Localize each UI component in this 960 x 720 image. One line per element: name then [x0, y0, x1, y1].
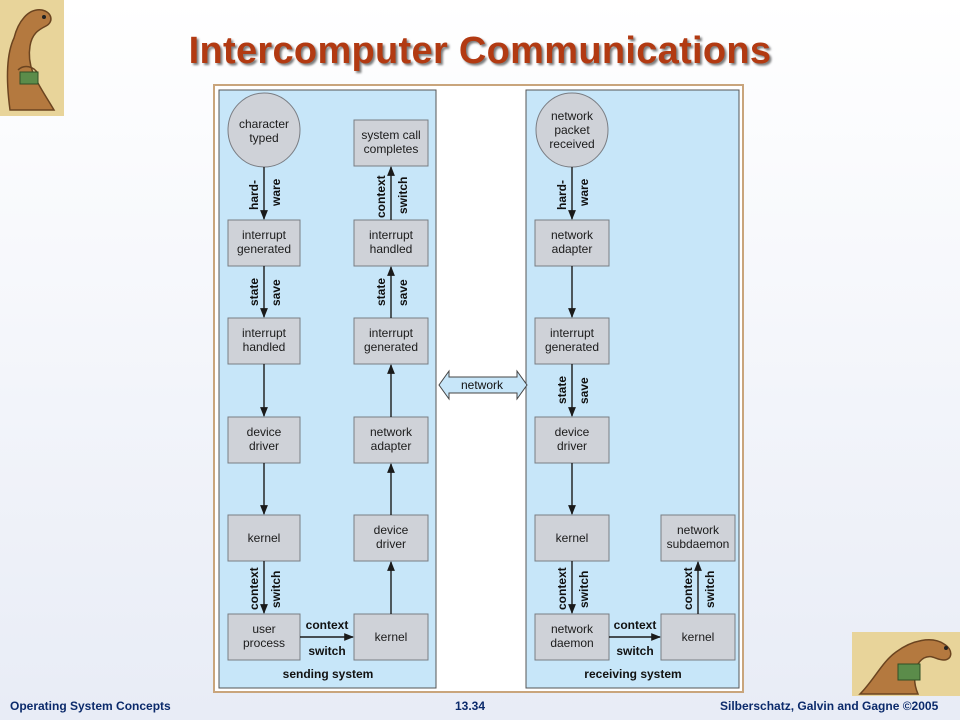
- dinosaur-logo-bottom-right: [852, 632, 960, 701]
- svg-text:network: network: [461, 378, 504, 392]
- network-link: network: [438, 369, 528, 401]
- label-hardware-sender-2: ware: [269, 178, 283, 207]
- sending-system-label: sending system: [283, 667, 374, 681]
- node-kernel-receiver: kernel: [534, 514, 610, 562]
- receiving-system-panel: [525, 89, 740, 689]
- label-switch-sender-2: switch: [396, 177, 410, 214]
- label-context-sender-2: context: [374, 175, 388, 218]
- label-hardware-sender-1: hard-: [247, 180, 261, 210]
- label-hardware-receiver-1: hard-: [555, 180, 569, 210]
- page-title: Intercomputer Communications: [188, 30, 772, 72]
- label-state-receiver: state: [555, 376, 569, 404]
- svg-text:kernel: kernel: [248, 531, 281, 545]
- svg-text:kernel: kernel: [556, 531, 589, 545]
- svg-text:kernel: kernel: [375, 630, 408, 644]
- label-switch-receiver-1: switch: [577, 571, 591, 608]
- label-switch-horizontal-receiver: switch: [616, 644, 653, 658]
- label-switch-receiver-2: switch: [703, 571, 717, 608]
- label-hardware-receiver-2: ware: [577, 178, 591, 207]
- label-switch-horizontal-sender: switch: [308, 644, 345, 658]
- label-context-receiver-2: context: [681, 567, 695, 610]
- sending-system-panel: [218, 89, 437, 689]
- footer-copyright: Silberschatz, Galvin and Gagne ©2005: [720, 699, 939, 713]
- footer-course-title: Operating System Concepts: [10, 699, 171, 713]
- label-context-horizontal-sender: context: [306, 618, 349, 632]
- label-context-sender-1: context: [247, 567, 261, 610]
- svg-text:kernel: kernel: [682, 630, 715, 644]
- label-switch-sender-1: switch: [269, 571, 283, 608]
- footer-slide-number: 13.34: [455, 699, 486, 713]
- receiving-system-label: receiving system: [584, 667, 681, 681]
- dinosaur-logo-top-left: [0, 0, 64, 121]
- label-state-sender-1: state: [247, 278, 261, 306]
- label-state-sender-2: state: [374, 278, 388, 306]
- node-kernel-sender: kernel: [227, 514, 301, 562]
- label-save-receiver: save: [577, 377, 591, 404]
- label-context-receiver-1: context: [555, 567, 569, 610]
- node-kernel-sender-2: kernel: [353, 613, 429, 661]
- label-context-horizontal-receiver: context: [614, 618, 657, 632]
- node-kernel-receiver-2: kernel: [660, 613, 736, 661]
- label-save-sender-2: save: [396, 279, 410, 306]
- label-save-sender-1: save: [269, 279, 283, 306]
